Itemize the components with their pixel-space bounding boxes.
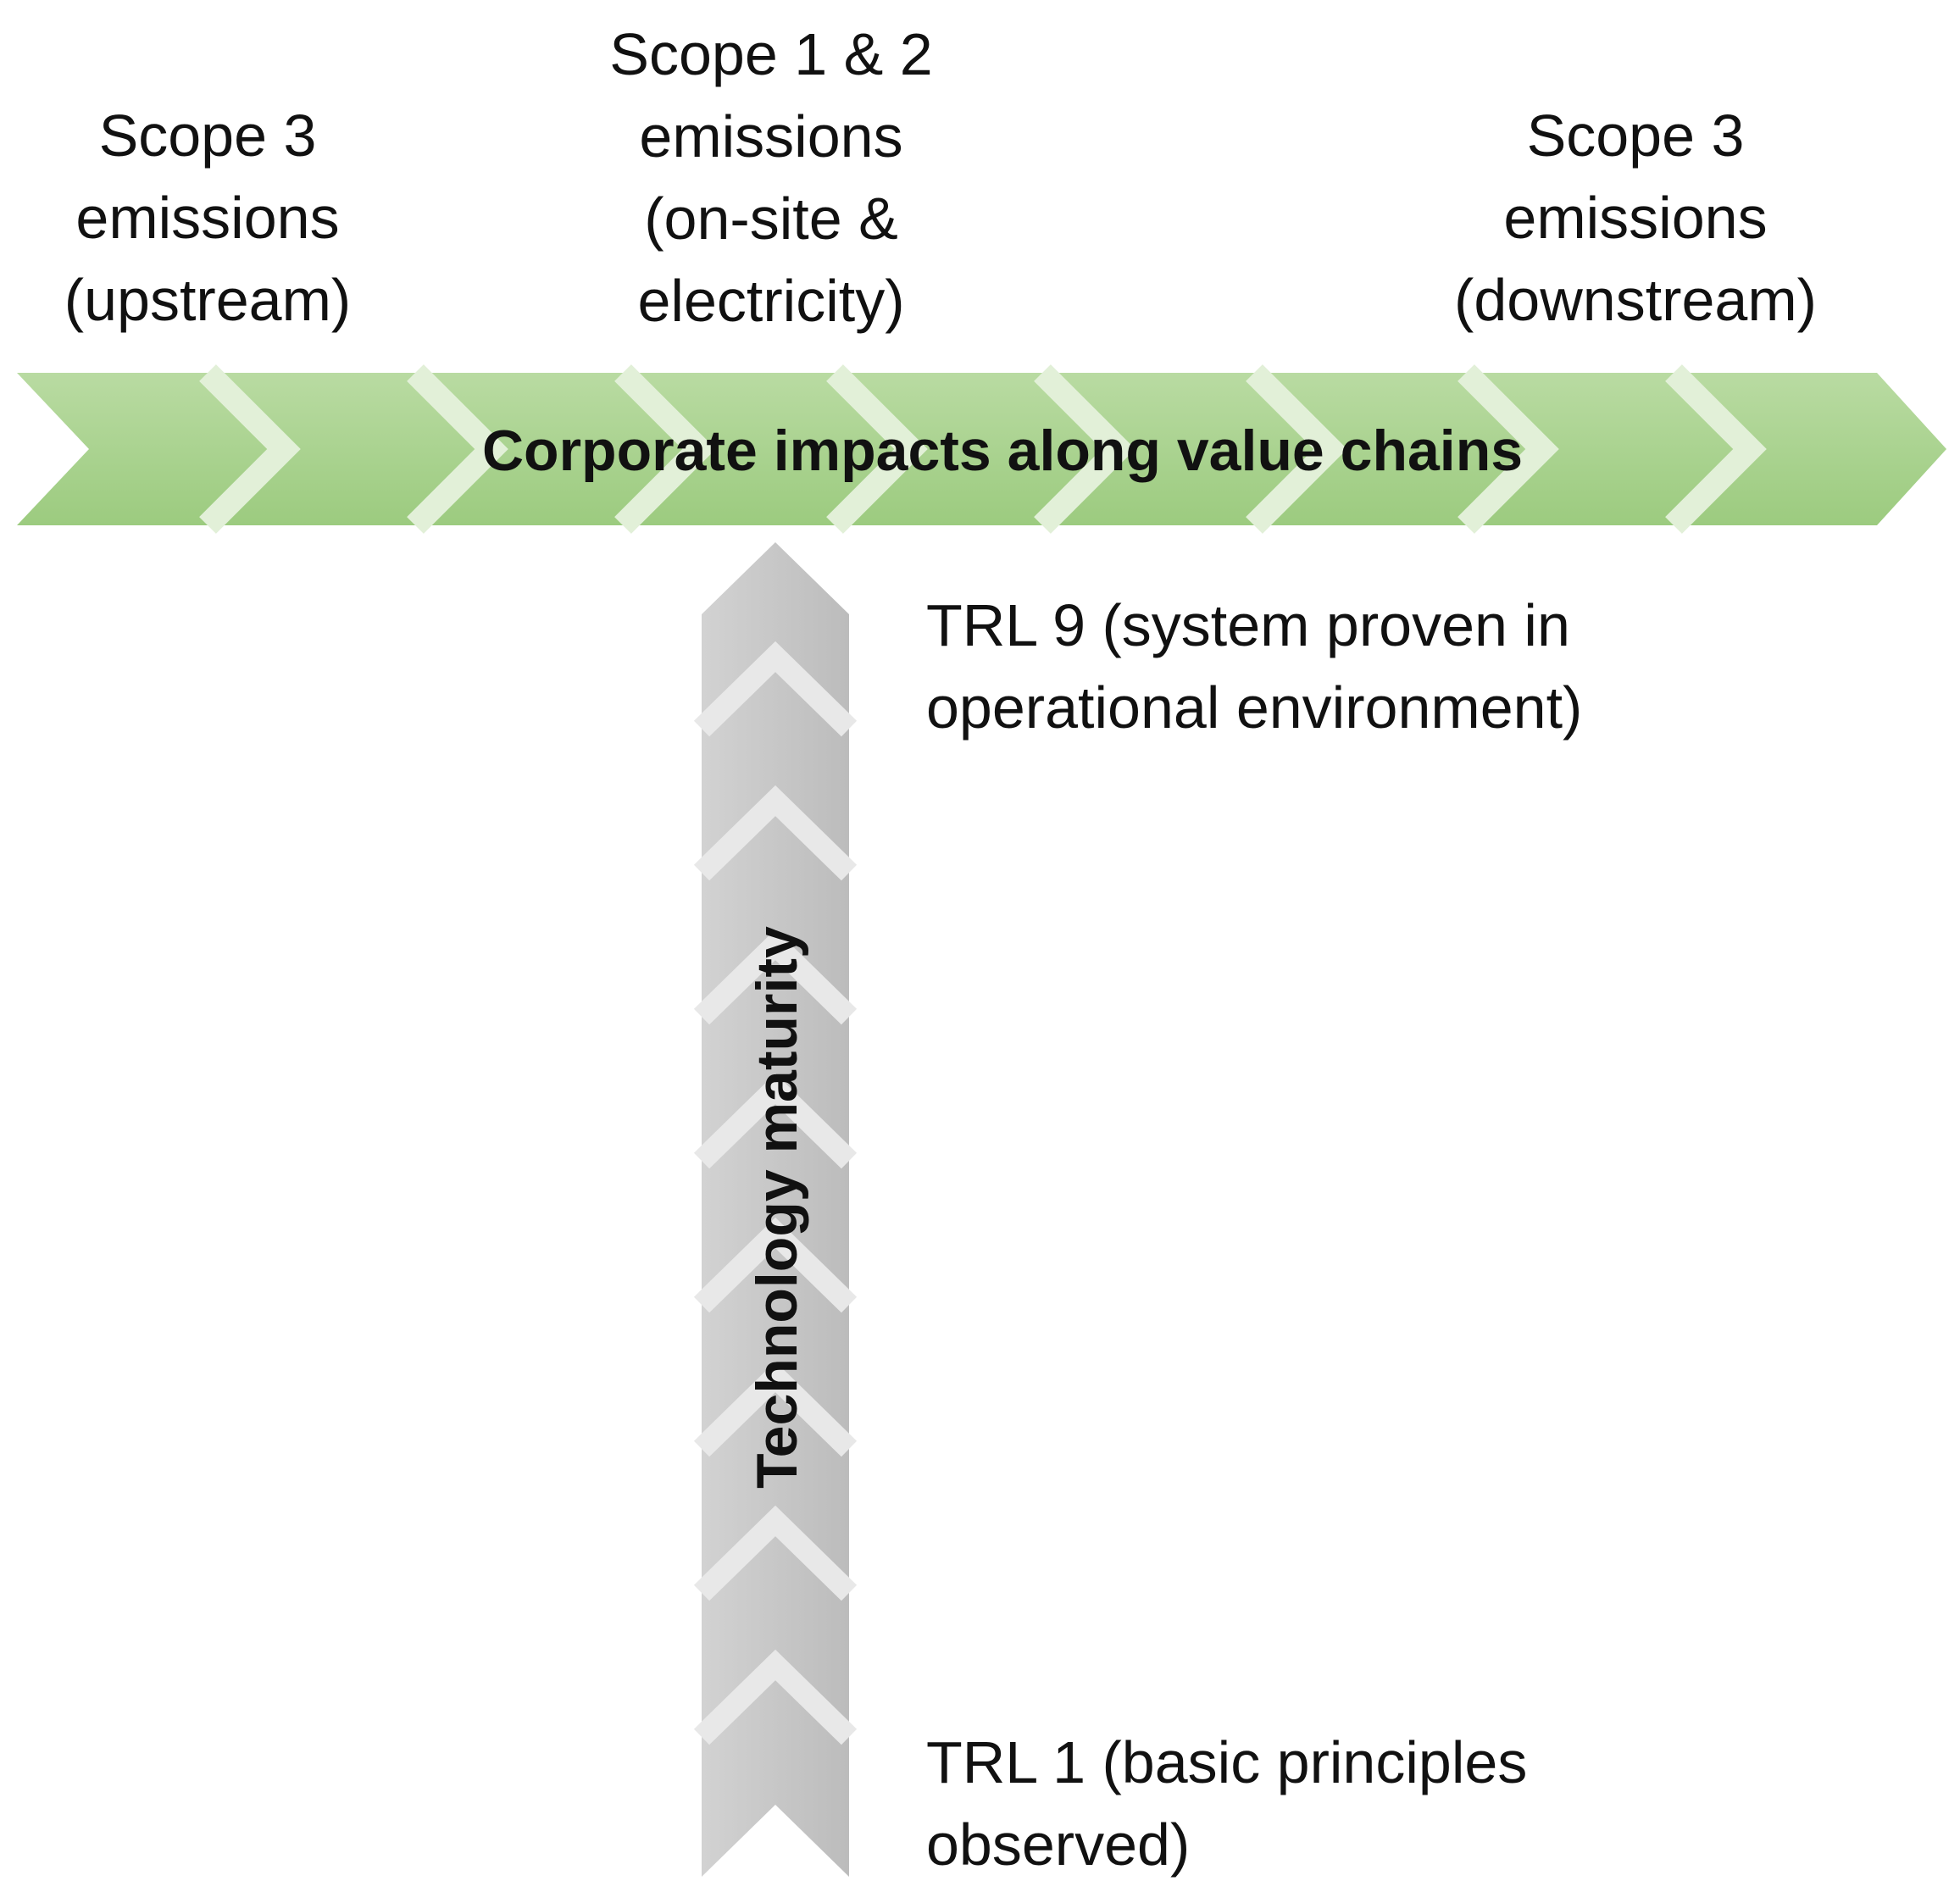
value-chain-arrow-label: Corporate impacts along value chains [482,419,1523,483]
value-chain-arrow: Corporate impacts along value chains [17,364,1946,534]
value-chain-arrow-chevrons [199,364,1767,534]
scope-3-downstream-label: Scope 3 emissions (downstream) [1454,103,1817,333]
scope-1-2-onsite-label: Scope 1 & 2 emissions (on-site & electri… [609,21,933,334]
technology-maturity-arrow-label: Technology maturity [745,926,809,1489]
trl-1-label: TRL 1 (basic principles observed) [926,1729,1528,1878]
technology-maturity-arrow: Technology maturity [693,542,858,1877]
scope-3-upstream-label: Scope 3 emissions (upstream) [64,103,352,333]
technology-maturity-arrow-chevrons [693,641,858,1745]
trl-9-label: TRL 9 (system proven in operational envi… [926,592,1583,741]
value-chain-arrow-body [17,373,1946,525]
